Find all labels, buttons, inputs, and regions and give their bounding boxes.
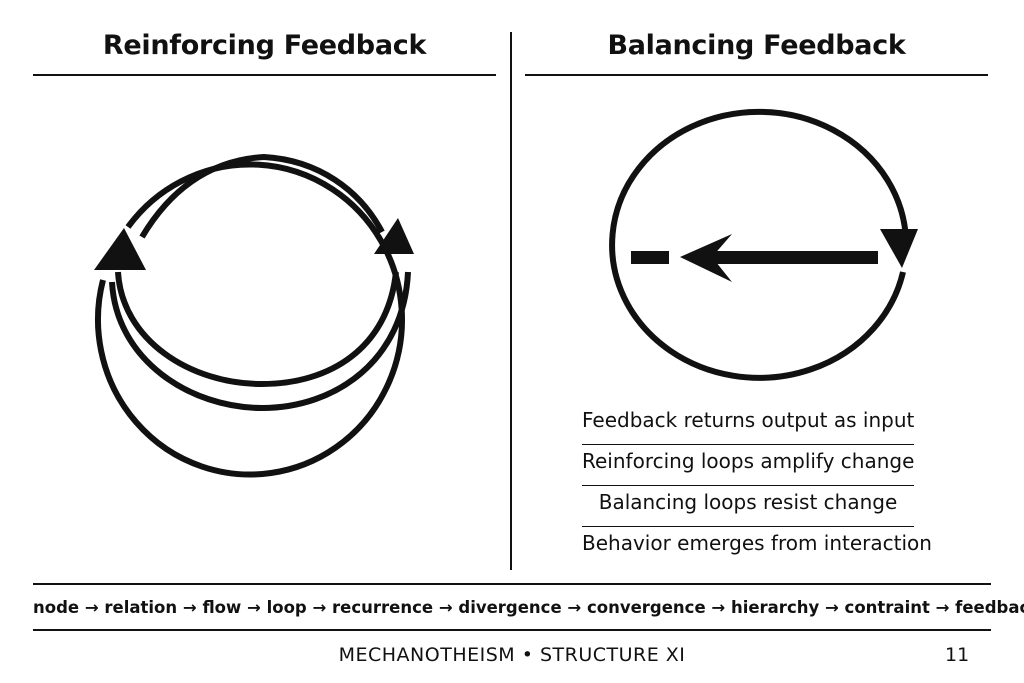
left-title-underline bbox=[33, 74, 496, 76]
balancing-circle bbox=[609, 108, 909, 381]
flow-top-rule bbox=[33, 583, 991, 585]
page-number: 11 bbox=[945, 644, 970, 666]
right-arrowhead bbox=[374, 218, 414, 254]
flow-bottom-rule bbox=[33, 629, 991, 631]
inner-loop-arc bbox=[139, 153, 385, 239]
list-item: Feedback returns output as input bbox=[582, 404, 914, 445]
middle-return-arc bbox=[115, 271, 399, 388]
reinforcing-feedback-title: Reinforcing Feedback bbox=[102, 30, 427, 61]
list-item: Balancing loops resist change bbox=[582, 486, 914, 527]
balancing-feedback-title: Balancing Feedback bbox=[607, 30, 906, 61]
list-item: Behavior emerges from interaction bbox=[582, 531, 932, 555]
arrow-tail-dash bbox=[631, 251, 669, 264]
left-arrowhead bbox=[94, 228, 146, 270]
arrow-shaft bbox=[712, 251, 878, 264]
right-title-underline bbox=[525, 74, 988, 76]
footer-series-label: MECHANOTHEISM • STRUCTURE XI bbox=[338, 644, 686, 666]
list-item: Reinforcing loops amplify change bbox=[582, 445, 914, 486]
arrow-head-left bbox=[680, 234, 732, 282]
circle-arrowhead bbox=[880, 229, 918, 268]
lower-return-arc bbox=[109, 271, 411, 412]
panel-divider bbox=[510, 32, 512, 570]
concept-flow-sequence: node → relation → flow → loop → recurren… bbox=[33, 598, 1024, 617]
outer-loop-arc bbox=[94, 161, 405, 478]
notes-list: Feedback returns output as input Reinfor… bbox=[582, 404, 932, 568]
